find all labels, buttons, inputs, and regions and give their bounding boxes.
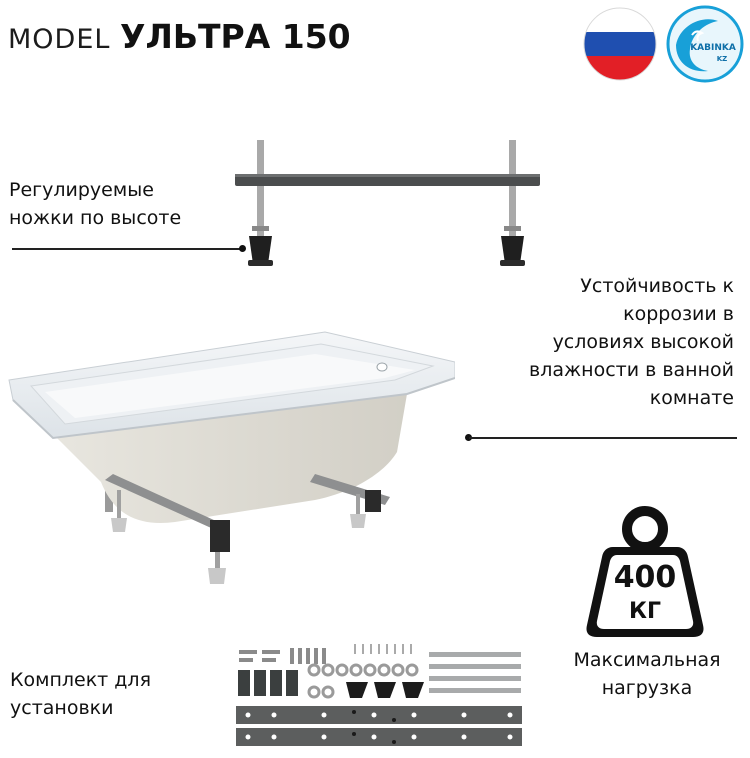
weight-unit: КГ <box>629 599 661 624</box>
feature-load-line2: нагрузка <box>601 677 693 699</box>
russia-flag-icon <box>583 7 657 81</box>
logo-text-1: KABINKA <box>690 43 736 53</box>
logo-text-2: KZ <box>717 55 728 63</box>
frame-with-legs-icon <box>232 140 542 270</box>
feature-load: Максимальная нагрузка <box>549 646 745 702</box>
feature-corrosion: Устойчивость к коррозии в условиях высок… <box>470 272 734 412</box>
weight-value: 400 <box>614 560 677 595</box>
feature-kit-line1: Комплект для <box>10 669 151 691</box>
feature-kit-line2: установки <box>10 697 114 719</box>
corrosion-leader-dot <box>465 434 472 441</box>
feature-legs: Регулируемые ножки по высоте <box>9 176 249 232</box>
bathtub-image <box>5 322 456 584</box>
legs-leader-line <box>12 248 242 250</box>
feature-corrosion-line2: коррозии в <box>623 303 734 325</box>
weight-icon: 400 КГ <box>583 503 707 639</box>
feature-corrosion-line1: Устойчивость к <box>580 275 734 297</box>
feature-legs-line2: ножки по высоте <box>9 207 182 229</box>
kabinka-logo: KABINKA KZ <box>666 5 744 83</box>
feature-corrosion-line3: условиях высокой <box>552 331 734 353</box>
model-prefix: MODEL <box>8 24 111 55</box>
feature-load-line1: Максимальная <box>573 649 721 671</box>
feature-legs-line1: Регулируемые <box>9 179 154 201</box>
mounting-kit-image <box>234 640 524 752</box>
feature-corrosion-line5: комнате <box>649 387 734 409</box>
legs-leader-dot <box>239 245 246 252</box>
model-name: УЛЬТРА 150 <box>120 17 351 56</box>
feature-corrosion-line4: влажности в ванной <box>529 359 734 381</box>
corrosion-leader-line <box>469 437 737 439</box>
feature-kit: Комплект для установки <box>10 666 210 722</box>
